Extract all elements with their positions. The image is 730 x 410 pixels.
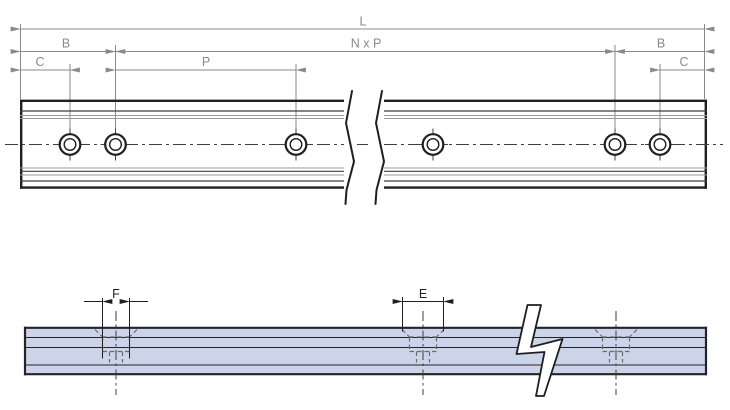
chamfer-line [594,329,603,338]
dim-label-B-left: B [62,37,70,51]
dim-label-L: L [360,15,367,29]
dim-label-C-left: C [35,55,44,69]
hidden-hole-middle [401,311,445,395]
dim-label-E: E [419,287,427,301]
rail-side-lines [23,326,708,376]
extension-lines [20,24,705,131]
dimension-lines [10,26,715,73]
mounting-hole [100,128,131,161]
dim-label-B-right: B [657,37,665,51]
rail-side-view: F E [23,287,708,397]
dim-label-P: P [202,55,210,69]
mounting-hole [418,128,448,161]
hole-inner-circle [289,137,303,151]
rail-side-body [24,327,707,375]
dim-label-C-right: C [679,55,688,69]
break-zigzag-left [344,90,355,205]
mounting-hole [600,128,630,161]
hole-inner-circle [63,137,77,151]
hole-inner-circle [608,137,622,151]
hole-outer-circle [648,133,672,156]
rail-groove-lines [20,110,707,182]
mounting-holes-plan [55,128,675,161]
hole-outer-circle [421,133,445,156]
chamfer-line [129,329,138,338]
rail-outline [20,99,707,189]
hole-inner-circle [653,137,667,151]
hidden-hole-right [594,311,638,395]
dim-label-F: F [112,287,120,301]
hole-inner-circle [108,137,122,151]
hole-outer-circle [104,133,127,156]
chamfer-line [94,329,103,338]
mounting-hole [645,128,675,161]
dim-label-NxP: N x P [351,37,382,51]
chamfer-line [629,329,638,338]
break-zigzag-right [374,90,385,205]
break-symbol-plan [344,90,385,205]
hole-outer-circle [284,133,308,156]
dimension-E: E [392,287,454,332]
chamfer-line [436,329,445,338]
rail-plan-view: L N x P B C P B C [5,15,723,205]
hole-inner-circle [426,137,440,151]
hole-outer-circle [603,133,627,156]
dimension-F: F [84,287,148,359]
dimension-labels: L N x P B C P B C [35,15,688,70]
break-symbol-bolt [515,304,564,397]
mounting-hole [281,128,311,161]
hole-outer-circle [58,133,82,156]
mounting-hole [55,128,85,161]
chamfer-line [401,329,410,338]
